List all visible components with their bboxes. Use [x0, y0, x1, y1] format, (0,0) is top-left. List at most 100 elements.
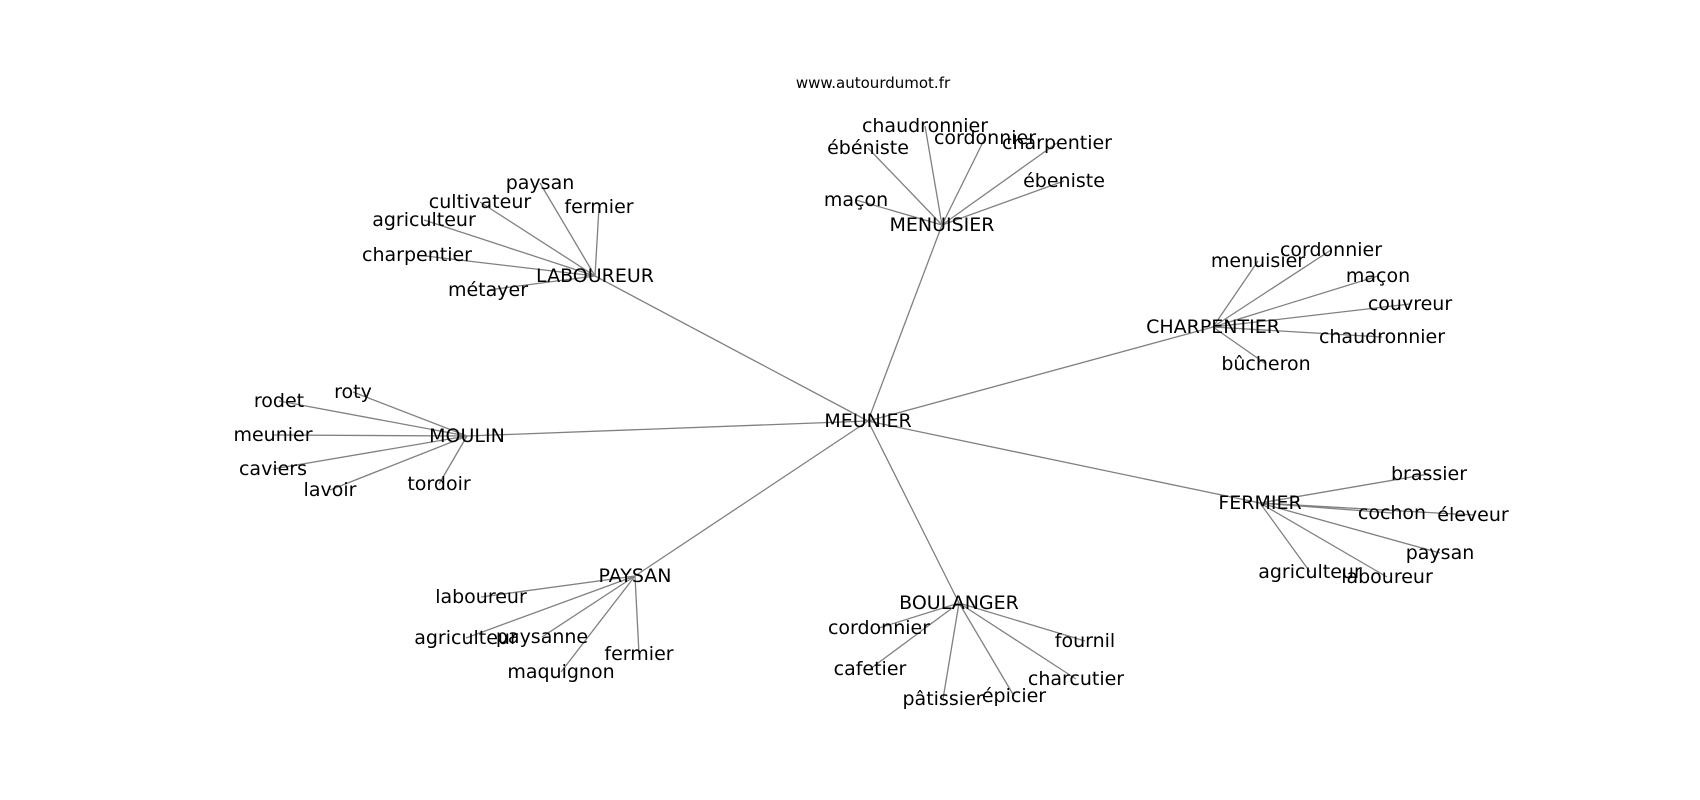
edge-boulanger-boulanger-cordonnier	[878, 602, 960, 629]
edge-laboureur-laboureur-charpentier	[416, 254, 596, 277]
node-boulanger-fournil: fournil	[1055, 630, 1115, 652]
node-moulin: MOULIN	[429, 425, 505, 447]
edge-meunier-paysan	[634, 420, 869, 577]
node-paysan-maquignon: maquignon	[507, 661, 614, 683]
node-fermier-cochon: cochon	[1358, 502, 1426, 524]
node-moulin-rodet: rodet	[254, 390, 304, 412]
node-laboureur-paysan: paysan	[506, 172, 575, 194]
edge-charpentier-charpentier-macon	[1212, 275, 1379, 328]
edge-meunier-menuisier	[867, 224, 943, 422]
node-laboureur-fermier: fermier	[564, 196, 633, 218]
node-boulanger: BOULANGER	[899, 592, 1019, 614]
node-moulin-meunier: meunier	[233, 424, 312, 446]
edges-layer	[272, 125, 1474, 700]
edge-laboureur-laboureur-cultivateur	[479, 201, 596, 277]
edge-moulin-moulin-rodet	[278, 400, 468, 437]
edge-laboureur-laboureur-paysan	[539, 182, 596, 277]
node-moulin-roty: roty	[334, 381, 372, 403]
edge-laboureur-laboureur-metayer	[487, 275, 596, 291]
node-charpentier-menuisier: menuisier	[1211, 250, 1305, 272]
node-fermier-eleveur: éleveur	[1437, 504, 1509, 526]
node-moulin-tordoir: tordoir	[407, 473, 471, 495]
node-boulanger-charcutier: charcutier	[1028, 668, 1124, 690]
edge-moulin-moulin-roty	[352, 391, 468, 437]
edge-moulin-moulin-meunier	[272, 434, 468, 437]
node-boulanger-patissier: pâtissier	[902, 688, 983, 710]
node-menuisier-ebeniste-2: ébeniste	[1023, 170, 1105, 192]
node-menuisier: MENUISIER	[890, 214, 995, 236]
node-paysan: PAYSAN	[599, 565, 672, 587]
edge-menuisier-menuisier-ebeniste-2	[941, 180, 1065, 226]
node-laboureur-charpentier: charpentier	[362, 244, 472, 266]
node-charpentier-macon: maçon	[1346, 265, 1410, 287]
edge-laboureur-laboureur-fermier	[594, 206, 600, 277]
node-paysan-paysanne: paysanne	[496, 626, 588, 648]
node-charpentier: CHARPENTIER	[1146, 316, 1280, 338]
edge-charpentier-charpentier-cordonnier	[1212, 249, 1332, 328]
edge-boulanger-boulanger-charcutier	[958, 602, 1077, 680]
edge-paysan-paysan-fermier	[634, 575, 640, 655]
edge-boulanger-boulanger-fournil	[958, 602, 1086, 642]
edge-fermier-fermier-eleveur	[1259, 502, 1474, 516]
node-laboureur: LABOUREUR	[536, 265, 654, 287]
edge-menuisier-menuisier-macon	[855, 199, 943, 226]
edge-boulanger-boulanger-cafetier	[869, 602, 960, 670]
node-menuisier-macon: maçon	[824, 189, 888, 211]
edge-meunier-laboureur	[594, 275, 869, 422]
edge-charpentier-charpentier-chaudronnier	[1212, 326, 1383, 338]
node-fermier: FERMIER	[1218, 492, 1301, 514]
edge-laboureur-laboureur-agriculteur	[423, 219, 596, 277]
node-menuisier-charpentier: charpentier	[1002, 132, 1112, 154]
edge-menuisier-menuisier-charpentier	[941, 142, 1058, 226]
node-charpentier-chaudronnier: chaudronnier	[1319, 326, 1445, 348]
edge-fermier-fermier-paysan	[1259, 502, 1441, 554]
node-paysan-agriculteur: agriculteur	[414, 627, 518, 649]
edge-meunier-moulin	[466, 420, 869, 437]
edge-menuisier-menuisier-ebeniste-1	[867, 147, 943, 226]
node-charpentier-bucheron: bûcheron	[1221, 353, 1310, 375]
edge-moulin-moulin-lavoir	[329, 435, 468, 491]
edge-fermier-fermier-laboureur	[1259, 502, 1388, 578]
edge-fermier-fermier-brassier	[1259, 473, 1430, 504]
edge-paysan-paysan-maquignon	[560, 575, 636, 673]
labels-layer: MEUNIERMENUISIERchaudronniercordonnierch…	[233, 115, 1508, 710]
node-paysan-laboureur: laboureur	[435, 586, 527, 608]
edge-meunier-charpentier	[867, 326, 1214, 422]
node-paysan-fermier: fermier	[604, 643, 673, 665]
node-fermier-brassier: brassier	[1391, 463, 1467, 485]
edge-paysan-paysan-agriculteur	[465, 575, 636, 639]
node-meunier: MEUNIER	[824, 410, 911, 432]
edge-meunier-fermier	[867, 420, 1261, 504]
node-menuisier-cordonnier: cordonnier	[934, 127, 1036, 149]
edge-charpentier-charpentier-menuisier	[1212, 260, 1259, 328]
edge-moulin-moulin-caviers	[272, 435, 468, 470]
node-charpentier-couvreur: couvreur	[1368, 293, 1452, 315]
node-menuisier-ebeniste-1: ébéniste	[827, 137, 909, 159]
node-fermier-paysan: paysan	[1406, 542, 1475, 564]
edge-boulanger-boulanger-patissier	[942, 602, 960, 700]
node-boulanger-epicier: épicier	[982, 685, 1046, 707]
edge-paysan-paysan-paysanne	[541, 575, 636, 638]
edge-moulin-moulin-tordoir	[438, 435, 468, 485]
node-laboureur-cultivateur: cultivateur	[429, 191, 532, 213]
edge-meunier-boulanger	[867, 420, 960, 604]
edge-fermier-fermier-agriculteur	[1259, 502, 1311, 573]
node-fermier-agriculteur: agriculteur	[1258, 561, 1362, 583]
node-boulanger-cordonnier: cordonnier	[828, 617, 930, 639]
node-laboureur-metayer: métayer	[448, 279, 528, 301]
node-boulanger-cafetier: cafetier	[834, 658, 907, 680]
edge-menuisier-menuisier-chaudronnier	[924, 125, 943, 226]
node-charpentier-cordonnier: cordonnier	[1280, 239, 1382, 261]
node-moulin-lavoir: lavoir	[304, 479, 357, 501]
edge-boulanger-boulanger-epicier	[958, 602, 1015, 697]
node-fermier-laboureur: laboureur	[1341, 566, 1433, 588]
node-menuisier-chaudronnier: chaudronnier	[862, 115, 988, 137]
edge-charpentier-charpentier-couvreur	[1212, 303, 1411, 328]
source-label: www.autourdumot.fr	[796, 74, 951, 92]
edge-paysan-paysan-laboureur	[480, 575, 636, 598]
edge-menuisier-menuisier-cordonnier	[941, 137, 986, 226]
node-laboureur-agriculteur: agriculteur	[372, 209, 476, 231]
node-moulin-caviers: caviers	[239, 458, 307, 480]
edge-charpentier-charpentier-bucheron	[1212, 326, 1267, 365]
